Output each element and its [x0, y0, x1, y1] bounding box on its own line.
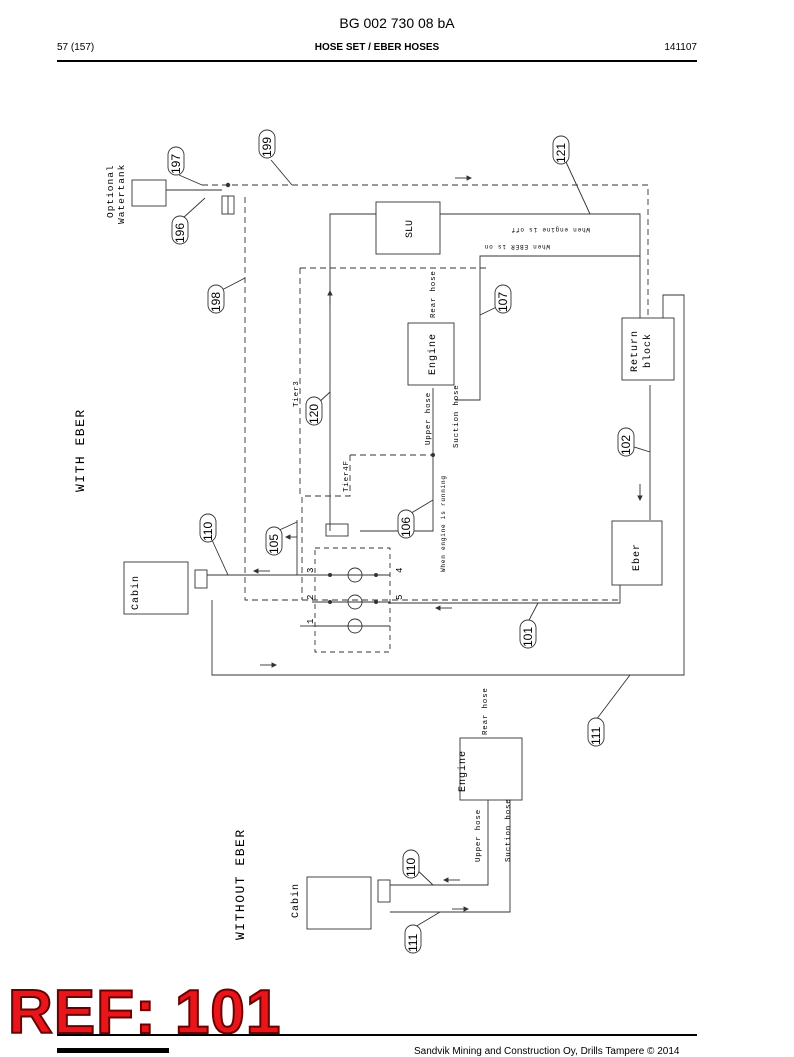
- label-engine: Engine: [427, 333, 439, 375]
- document-number: BG 002 730 08 bA: [339, 15, 455, 31]
- component-cabin-without-eber: [306, 876, 372, 930]
- label-suction-hose: Suction hose: [453, 384, 461, 448]
- position-105: 105: [267, 534, 281, 554]
- header-divider: [57, 60, 697, 62]
- hose-110-without-eber-line: [390, 800, 489, 886]
- component-engine: [407, 322, 455, 386]
- hose-111-line: [211, 294, 685, 676]
- hose-121-line: [440, 213, 641, 318]
- footer-divider: [57, 1034, 697, 1036]
- position-110-without-eber: 110: [404, 858, 418, 877]
- position-111: 111: [589, 726, 603, 745]
- label-watertank: Watertank: [116, 164, 127, 224]
- section-title-without-eber: WITHOUT EBER: [233, 828, 248, 940]
- label-when-engine-off: When engine is off: [511, 226, 590, 233]
- component-cabin: [123, 561, 189, 615]
- hose-107-line: [455, 255, 640, 401]
- position-102: 102: [619, 435, 633, 455]
- position-107: 107: [496, 292, 510, 312]
- position-120: 120: [307, 404, 321, 424]
- section-title-with-eber: WITH EBER: [73, 408, 88, 492]
- position-110: 110: [201, 522, 215, 541]
- component-engine-without-eber: [459, 737, 523, 801]
- label-eber: Eber: [631, 543, 643, 571]
- position-196: 196: [173, 223, 187, 243]
- position-111-without-eber: 111: [406, 933, 420, 952]
- port-5: 5: [395, 595, 405, 600]
- tier4f-frame: [301, 455, 351, 600]
- position-198: 198: [209, 292, 223, 312]
- date-code: 141107: [664, 42, 697, 53]
- hose-120-line: [329, 213, 376, 531]
- component-optional-watertank: [131, 179, 167, 207]
- valve-block-frame: [314, 547, 391, 653]
- label-tier3: Tier3: [293, 380, 301, 407]
- label-rear-hose-without-eber: Rear hose: [482, 687, 490, 735]
- port-3: 3: [306, 568, 316, 573]
- label-rear-hose: Rear hose: [430, 270, 438, 318]
- label-engine-without-eber: Engine: [457, 750, 469, 792]
- hose-111-without-eber-line: [390, 800, 511, 913]
- section-title: HOSE SET / EBER HOSES: [314, 42, 440, 53]
- header-row: 57 (157) HOSE SET / EBER HOSES 141107: [57, 42, 697, 56]
- port-1: 1: [306, 619, 316, 624]
- position-101: 101: [521, 627, 535, 647]
- component-slu: [375, 201, 441, 255]
- tier4f-valve-icon: [325, 523, 349, 537]
- label-upper-hose: Upper hose: [425, 392, 433, 445]
- label-suction-hose-without-eber: Suction hose: [505, 798, 513, 862]
- cabin-valve-icon: [194, 569, 208, 589]
- label-upper-hose-without-eber: Upper hose: [475, 809, 483, 862]
- label-cabin: Cabin: [130, 575, 142, 610]
- ref-stamp: REF: 101: [7, 978, 282, 1047]
- hose-101-line: [388, 585, 621, 604]
- label-optional: Optional: [105, 164, 116, 218]
- position-197: 197: [169, 154, 183, 174]
- label-when-engine-running: When engine is running: [440, 475, 447, 572]
- component-eber: [611, 520, 663, 586]
- label-cabin-without-eber: Cabin: [290, 883, 302, 918]
- label-tier4f: Tier4F: [343, 460, 351, 492]
- footer-copyright: Sandvik Mining and Construction Oy, Dril…: [414, 1046, 680, 1057]
- label-when-eber-on: When EBER is on: [484, 243, 550, 250]
- valve-2-icon: [347, 594, 363, 610]
- label-block: block: [642, 333, 654, 368]
- hose-106-line: [360, 388, 434, 532]
- component-return-block: [621, 317, 675, 381]
- valve-3-icon: [347, 567, 363, 583]
- position-106: 106: [399, 517, 413, 537]
- hose-198-line: [244, 197, 302, 601]
- position-199: 199: [260, 137, 274, 157]
- sandvik-logo: [57, 1048, 169, 1053]
- valve-1-icon: [347, 618, 363, 634]
- label-return: Return: [630, 330, 641, 372]
- port-4: 4: [395, 568, 405, 573]
- position-121: 121: [554, 143, 568, 163]
- cabin-valve-without-eber-icon: [377, 879, 391, 903]
- port-2: 2: [306, 595, 316, 600]
- page-number: 57 (157): [57, 42, 95, 53]
- hose-199-line: [202, 184, 649, 318]
- label-slu: SLU: [405, 220, 416, 238]
